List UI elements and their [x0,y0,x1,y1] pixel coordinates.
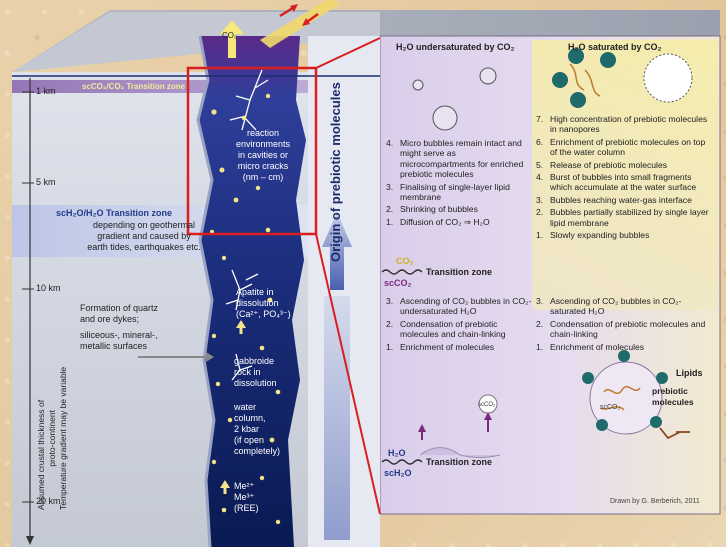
list-item: 1.Enrichment of molecules [386,342,532,352]
heading-undersaturated: H₂O undersaturated by CO₂ [396,42,515,53]
bubble-scco2: scCO₂ [478,400,495,411]
reaction-environments: reaction environments in cavities or mic… [224,128,302,183]
metal-ions-label: Me²⁺ Me³⁺ (REE) [234,481,259,514]
list-item: 1.Enrichment of molecules [536,342,706,352]
list-item: 3.Ascending of CO₂ bubbles in CO₂-satura… [536,296,706,317]
surfaces-text: siliceous-, mineral-, metallic surfaces [80,330,158,352]
lipids-label: Lipids [676,368,703,379]
list-item: 6.Enrichment of prebiotic molecules on t… [536,137,714,158]
tz-bottom-label: Transition zone [426,457,492,468]
list-item: 5.Release of prebiotic molecules [536,160,714,170]
origin-label: Origin of prebiotic molecules [328,82,343,262]
formation-text: Formation of quartz and ore dykes; [80,303,158,325]
water-column-label: water column, 2 kbar (if open completely… [234,402,280,457]
list-item: 1.Diffusion of CO₂ ⇒ H₂O [386,217,532,227]
heading-saturated: H₂O saturated by CO₂ [568,42,662,53]
tz-top-co2: CO₂ [396,256,414,267]
vesicle-scco2: scCO₂ [600,402,620,413]
tz-bottom-h2o: H₂O [388,448,406,459]
depth-1km: 1 km [36,86,56,97]
tz-bottom-sch2o: scH₂O [384,468,412,479]
credit-text: Drawn by G. Berberich, 2011 [610,496,700,507]
list-item: 4.Micro bubbles remain intact and might … [386,138,532,180]
list-item: 3.Finalising of single-layer lipid membr… [386,182,532,203]
prebiotic-label: prebiotic molecules [652,386,694,408]
top-co2-label: CO₂ [222,30,237,41]
tz-top-label: Transition zone [426,267,492,278]
scco2-transition-label: scCO₂/CO₂ Transition zone [82,81,185,92]
depth-10km: 10 km [36,283,61,294]
list-item: 2.Shrinking of bubbles [386,204,532,214]
tz-top-scco2: scCO₂ [384,278,412,289]
sch2o-transition-title: scH₂O/H₂O Transition zone [56,208,172,219]
gabbro-label: gabbroide rock in dissolution [234,356,277,389]
list-item: 2.Condensation of prebiotic molecules an… [386,319,532,340]
depth-5km: 5 km [36,177,56,188]
list-item: 3.Bubbles reaching water-gas interface [536,195,714,205]
apatite-label: Apatite in dissolution (Ca²⁺, PO₄³⁻) [236,287,291,320]
list-item: 1.Slowly expanding bubbles [536,230,714,240]
list-item: 2.Bubbles partially stabilized by single… [536,207,714,228]
list-item: 4.Burst of bubbles into small fragments … [536,172,714,193]
list-lower-right: 3.Ascending of CO₂ bubbles in CO₂-satura… [536,296,706,354]
sch2o-transition-text: depending on geothermal gradient and cau… [74,220,214,253]
axis-description: Assumed crustal thickness of proto-conti… [36,367,69,510]
list-item: 3.Ascending of CO₂ bubbles in CO₂-unders… [386,296,532,317]
list-item: 2.Condensation of prebiotic molecules an… [536,319,706,340]
list-item: 7.High concentration of prebiotic molecu… [536,114,714,135]
list-upper-left: 4.Micro bubbles remain intact and might … [386,138,532,229]
list-upper-right: 7.High concentration of prebiotic molecu… [536,114,714,242]
list-lower-left: 3.Ascending of CO₂ bubbles in CO₂-unders… [386,296,532,354]
